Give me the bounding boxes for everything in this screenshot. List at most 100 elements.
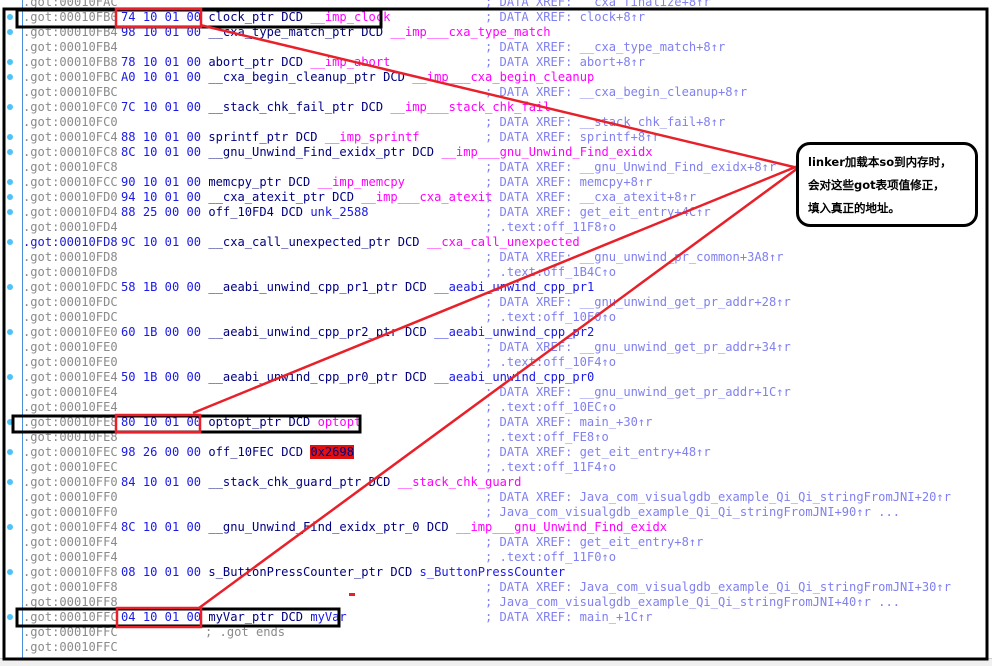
xref-comment[interactable]: ; DATA XREF: memcpy+8↑r xyxy=(485,175,653,189)
listing-row[interactable]: .got:00010FC0; DATA XREF: __stack_chk_fa… xyxy=(0,115,992,130)
breakpoint-dot-icon[interactable] xyxy=(7,59,13,65)
breakpoint-dot-icon[interactable] xyxy=(7,194,13,200)
breakpoint-dot-icon[interactable] xyxy=(7,209,13,215)
breakpoint-dot-icon[interactable] xyxy=(7,284,13,290)
breakpoint-dot-icon[interactable] xyxy=(7,239,13,245)
listing-row[interactable]: .got:00010FF8; DATA XREF: Java_com_visua… xyxy=(0,580,992,595)
breakpoint-dot-icon[interactable] xyxy=(7,149,13,155)
listing-row[interactable]: .got:00010FF0; DATA XREF: Java_com_visua… xyxy=(0,490,992,505)
xref-comment[interactable]: ; DATA XREF: __cxa_atexit+8↑r xyxy=(485,190,697,204)
target-symbol[interactable]: myVar xyxy=(310,610,347,624)
listing-row[interactable]: .got:00010FE0; .text:off_10F4↑o xyxy=(0,355,992,370)
xref-comment[interactable]: ; DATA XREF: __cxa_finalize+8↑r xyxy=(485,0,711,9)
breakpoint-dot-icon[interactable] xyxy=(7,449,13,455)
target-symbol[interactable]: __imp_clock xyxy=(310,10,391,24)
xref-comment[interactable]: ; DATA XREF: abort+8↑r xyxy=(485,55,646,69)
listing-row[interactable]: .got:00010FF8; Java_com_visualgdb_exampl… xyxy=(0,595,992,610)
listing-row[interactable]: .got:00010FE4; .text:off_10EC↑o xyxy=(0,400,992,415)
breakpoint-dot-icon[interactable] xyxy=(7,479,13,485)
breakpoint-dot-icon[interactable] xyxy=(7,419,13,425)
symbol-name[interactable]: s_ButtonPressCounter_ptr xyxy=(208,565,384,579)
symbol-name[interactable]: myVar_ptr xyxy=(208,610,274,624)
listing-row[interactable]: .got:00010FE0; DATA XREF: __gnu_unwind_g… xyxy=(0,340,992,355)
xref-comment[interactable]: ; .text:off_11F4↑o xyxy=(485,460,617,474)
symbol-name[interactable]: sprintf_ptr xyxy=(208,130,289,144)
symbol-name[interactable]: __cxa_type_match_ptr xyxy=(208,25,354,39)
xref-comment[interactable]: ; DATA XREF: Java_com_visualgdb_example_… xyxy=(485,490,951,504)
listing-row[interactable]: .got:00010FD8; DATA XREF: __gnu_unwind_p… xyxy=(0,250,992,265)
target-symbol[interactable]: __imp___cxa_type_match xyxy=(390,25,551,39)
listing-row[interactable]: .got:00010FB4; DATA XREF: __cxa_type_mat… xyxy=(0,40,992,55)
xref-comment[interactable]: ; .got ends xyxy=(205,625,286,639)
xref-comment[interactable]: ; DATA XREF: get_eit_entry+8↑r xyxy=(485,535,704,549)
xref-comment[interactable]: ; DATA XREF: get_eit_entry+4C↑r xyxy=(485,205,711,219)
symbol-name[interactable]: __gnu_Unwind_Find_exidx_ptr_0 xyxy=(208,520,420,534)
xref-comment[interactable]: ; .text:off_10F0↑o xyxy=(485,310,617,324)
xref-comment[interactable]: ; DATA XREF: clock+8↑r xyxy=(485,10,646,24)
listing-row[interactable]: .got:00010FFC xyxy=(0,640,992,655)
breakpoint-dot-icon[interactable] xyxy=(7,374,13,380)
xref-comment[interactable]: ; DATA XREF: main_+1C↑r xyxy=(485,610,653,624)
target-symbol[interactable]: __imp_abort xyxy=(310,55,391,69)
symbol-name[interactable]: __aeabi_unwind_cpp_pr0_ptr xyxy=(208,370,398,384)
symbol-name[interactable]: __stack_chk_fail_ptr xyxy=(208,100,354,114)
symbol-name[interactable]: __cxa_begin_cleanup_ptr xyxy=(208,70,376,84)
symbol-name[interactable]: __aeabi_unwind_cpp_pr2_ptr xyxy=(208,325,398,339)
symbol-name[interactable]: __aeabi_unwind_cpp_pr1_ptr xyxy=(208,280,398,294)
target-symbol[interactable]: __cxa_call_unexpected xyxy=(426,235,580,249)
symbol-name[interactable]: memcpy_ptr xyxy=(208,175,282,189)
xref-comment[interactable]: ; DATA XREF: __gnu_unwind_get_pr_addr+34… xyxy=(485,340,791,354)
xref-comment[interactable]: ; .text:off_10F4↑o xyxy=(485,355,617,369)
breakpoint-dot-icon[interactable] xyxy=(7,74,13,80)
listing-row[interactable]: .got:00010FE4; DATA XREF: __gnu_unwind_g… xyxy=(0,385,992,400)
target-symbol[interactable]: 0x2698 xyxy=(310,445,354,459)
xref-comment[interactable]: ; DATA XREF: __gnu_unwind_get_pr_addr+28… xyxy=(485,295,791,309)
target-symbol[interactable]: s_ButtonPressCounter xyxy=(419,565,566,579)
breakpoint-dot-icon[interactable] xyxy=(7,14,13,20)
xref-comment[interactable]: ; DATA XREF: __stack_chk_fail+8↑r xyxy=(485,115,726,129)
symbol-name[interactable]: clock_ptr xyxy=(208,10,274,24)
symbol-name[interactable]: __cxa_atexit_ptr xyxy=(208,190,325,204)
listing-row[interactable]: .got:00010FF0; Java_com_visualgdb_exampl… xyxy=(0,505,992,520)
listing-row[interactable]: .got:00010FBC; DATA XREF: __cxa_begin_cl… xyxy=(0,85,992,100)
listing-row[interactable]: .got:00010FE8; .text:off_FE8↑o xyxy=(0,430,992,445)
target-symbol[interactable]: __imp___gnu_Unwind_Find_exidx xyxy=(455,520,668,534)
listing-row[interactable]: .got:00010FDC; DATA XREF: __gnu_unwind_g… xyxy=(0,295,992,310)
target-symbol[interactable]: __imp___gnu_Unwind_Find_exidx xyxy=(441,145,653,159)
listing-row[interactable]: .got:00010FF4; DATA XREF: get_eit_entry+… xyxy=(0,535,992,550)
target-symbol[interactable]: optopt xyxy=(317,415,362,429)
breakpoint-dot-icon[interactable] xyxy=(7,179,13,185)
symbol-name[interactable]: __gnu_Unwind_Find_exidx_ptr xyxy=(208,145,405,159)
xref-comment[interactable]: ; .text:off_11F8↑o xyxy=(485,220,617,234)
xref-comment[interactable]: ; DATA XREF: __cxa_begin_cleanup+8↑r xyxy=(485,85,748,99)
xref-comment[interactable]: ; .text:off_10EC↑o xyxy=(485,400,617,414)
breakpoint-dot-icon[interactable] xyxy=(7,329,13,335)
breakpoint-dot-icon[interactable] xyxy=(7,29,13,35)
breakpoint-dot-icon[interactable] xyxy=(7,134,13,140)
breakpoint-dot-icon[interactable] xyxy=(7,614,13,620)
listing-row[interactable]: .got:00010FDC; .text:off_10F0↑o xyxy=(0,310,992,325)
xref-comment[interactable]: ; DATA XREF: main_+30↑r xyxy=(485,415,653,429)
target-symbol[interactable]: unk_2588 xyxy=(310,205,369,219)
listing-row[interactable]: .got:00010FF4; .text:off_11F0↑o xyxy=(0,550,992,565)
xref-comment[interactable]: ; DATA XREF: __gnu_unwind_pr_common+3A8↑… xyxy=(485,250,784,264)
breakpoint-dot-icon[interactable] xyxy=(7,524,13,530)
xref-comment[interactable]: ; DATA XREF: __cxa_type_match+8↑r xyxy=(485,40,726,54)
listing-row[interactable]: .got:00010FEC; .text:off_11F4↑o xyxy=(0,460,992,475)
target-symbol[interactable]: __aeabi_unwind_cpp_pr2 xyxy=(434,325,595,339)
symbol-name[interactable]: off_10FD4 xyxy=(208,205,274,219)
symbol-name[interactable]: __cxa_call_unexpected_ptr xyxy=(208,235,391,249)
